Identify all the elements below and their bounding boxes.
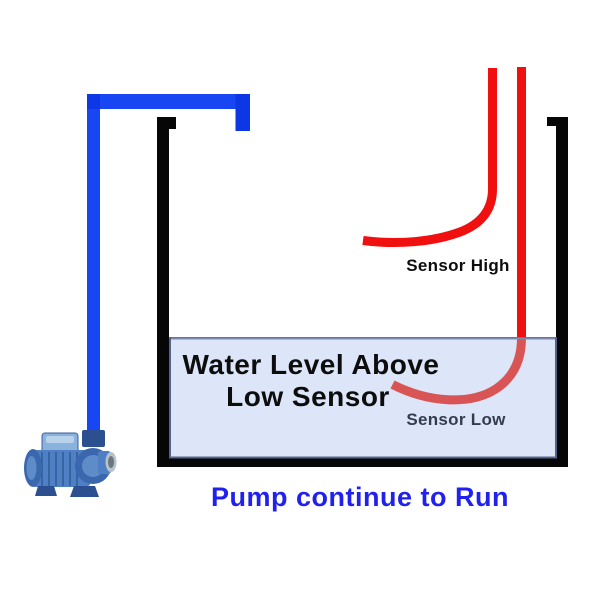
pump-motor-body	[30, 450, 91, 487]
sensor-low-label: Sensor Low	[406, 410, 506, 429]
discharge-pipe-outlet-drop	[235, 94, 250, 131]
sensor-high-label: Sensor High	[406, 256, 509, 275]
water-body	[169, 337, 557, 459]
discharge-pipe-corner-joint	[87, 94, 100, 109]
tank-bottom	[157, 457, 568, 467]
sensor-low-wire-submerged	[390, 337, 526, 405]
pump-terminal-box-lid	[46, 436, 74, 443]
discharge-pipe-horizontal	[87, 94, 250, 109]
discharge-pipe-vertical	[87, 94, 100, 433]
pump-outlet-hole	[108, 456, 114, 468]
pump-inlet-flange	[82, 430, 105, 447]
tank-left-wall	[157, 117, 176, 466]
discharge-pipe	[87, 94, 250, 433]
pump-foot-right	[70, 486, 99, 497]
tank-right-wall	[547, 117, 568, 466]
water-level-label-line2: Low Sensor	[226, 381, 390, 412]
water-level-label-line1: Water Level Above	[183, 349, 440, 380]
tank	[157, 117, 568, 467]
pump-foot-left	[35, 486, 57, 496]
pump-status-label: Pump continue to Run	[211, 482, 509, 512]
pump-motor-fins	[41, 452, 78, 486]
sensor-high-wire	[362, 68, 497, 248]
pump-illustration	[24, 430, 117, 497]
pump-end-cap-highlight	[26, 456, 37, 480]
